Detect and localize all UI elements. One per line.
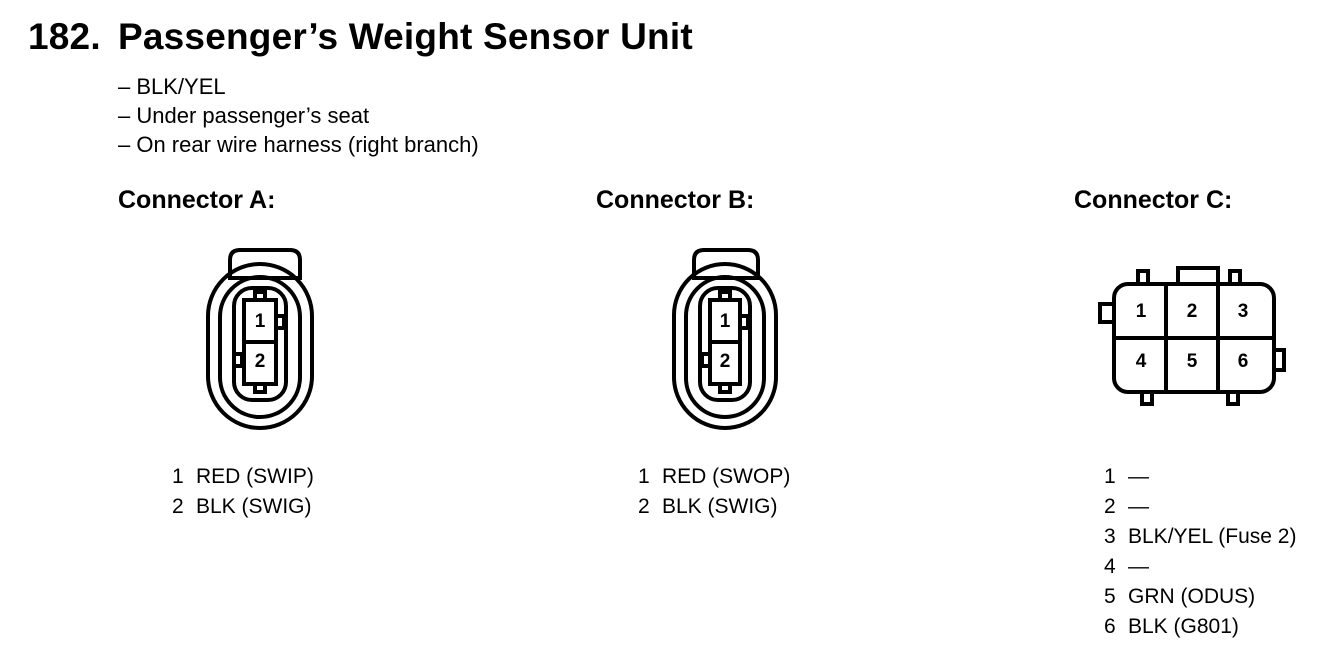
connector-b-title: Connector B:	[596, 186, 755, 214]
connector-b-face-icon: 1 2	[672, 248, 778, 430]
connector-b-cavity-1: 1	[720, 311, 731, 332]
connector-c-cavity-6: 6	[1238, 351, 1249, 372]
connector-a-cavity-1: 1	[255, 311, 266, 332]
note-harness: – On rear wire harness (right branch)	[118, 132, 479, 157]
pin-row: 2—	[1104, 495, 1149, 518]
component-name: Passenger’s Weight Sensor Unit	[118, 16, 693, 57]
page-title: 182. Passenger’s Weight Sensor Unit	[28, 16, 693, 58]
connector-c-cavity-5: 5	[1187, 351, 1198, 372]
connector-a-title: Connector A:	[118, 186, 276, 214]
pin-row: 1—	[1104, 465, 1149, 488]
connector-a-cavity-2: 2	[255, 351, 266, 372]
section-number: 182.	[28, 16, 101, 57]
connector-b-cavity-2: 2	[720, 351, 731, 372]
connector-c-cavity-2: 2	[1187, 301, 1198, 322]
connector-c-cavity-4: 4	[1136, 351, 1147, 372]
connector-c-cavity-1: 1	[1136, 301, 1147, 322]
connector-a-face-icon: 1 2	[206, 248, 314, 430]
note-color: – BLK/YEL	[118, 74, 226, 99]
connector-c-face-icon: 1 2 3 4 5 6	[1098, 266, 1286, 406]
note-location: – Under passenger’s seat	[118, 103, 370, 128]
connector-c-title: Connector C:	[1074, 186, 1233, 214]
location-notes: – BLK/YEL – Under passenger’s seat – On …	[118, 72, 479, 159]
pin-row: 4—	[1104, 555, 1149, 578]
connector-c-cavity-3: 3	[1238, 301, 1249, 322]
